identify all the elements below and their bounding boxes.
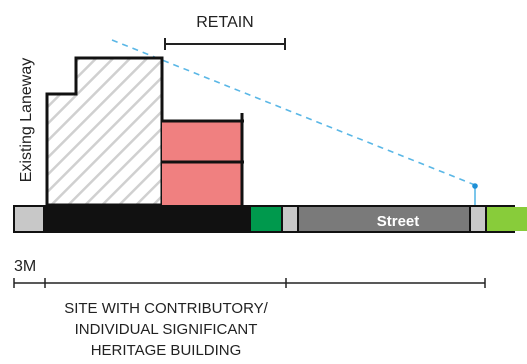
street-road	[299, 207, 469, 231]
site-ground	[45, 207, 249, 231]
street-label: Street	[377, 213, 420, 230]
retain-label: RETAIN	[196, 14, 253, 31]
site-caption-line2: INDIVIDUAL SIGNIFICANT	[75, 321, 258, 338]
opposite-garden	[487, 207, 527, 231]
sightline-point	[472, 183, 478, 189]
existing-laneway-label: Existing Laneway	[18, 58, 35, 183]
ground-strip	[13, 205, 527, 233]
retain-dimension-line	[164, 38, 286, 50]
footpath-right	[471, 207, 485, 231]
laneway-width-label: 3M	[14, 258, 36, 275]
site-caption-line3: HERITAGE BUILDING	[91, 342, 242, 359]
site-caption-line1: SITE WITH CONTRIBUTORY/	[64, 300, 268, 317]
heritage-building	[162, 113, 244, 205]
footpath-left	[283, 207, 297, 231]
new-building-hatched	[45, 56, 164, 207]
front-garden	[251, 207, 281, 231]
laneway-ground	[15, 207, 43, 231]
dimension-line	[13, 278, 486, 288]
